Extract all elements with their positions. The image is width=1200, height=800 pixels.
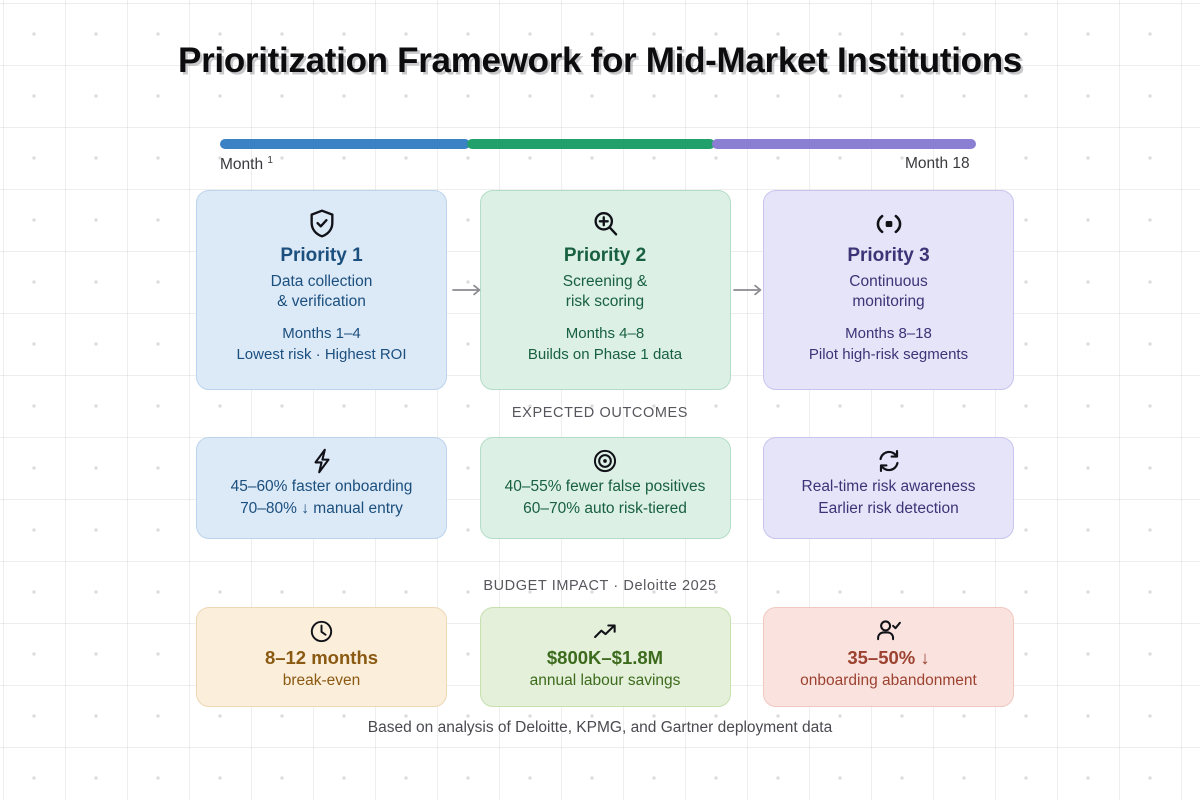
outcome-card-1-line-2: 70–80% ↓ manual entry [240, 500, 403, 517]
priority-card-2-sub-line-2: risk scoring [565, 293, 645, 310]
outcome-card-2-line-1: 40–55% fewer false positives [504, 478, 706, 495]
priority-card-2-meta-line-2: Builds on Phase 1 data [527, 346, 683, 363]
priority-card-2-meta-line-1: Months 4–8 [565, 325, 645, 342]
priority-card-1-title: Priority 1 [280, 245, 363, 266]
outcome-card-row: 45–60% faster onboarding 70–80% ↓ manual… [196, 437, 1014, 539]
shield-check-icon [307, 208, 337, 242]
priority-card-3-meta-line-2: Pilot high-risk segments [808, 346, 969, 363]
refresh-cycle-icon [876, 448, 902, 475]
budget-card-2[interactable]: $800K–$1.8M annual labour savings [479, 607, 731, 707]
priority-card-1-sub-line-1: Data collection [270, 273, 373, 290]
priority-card-2-title: Priority 2 [563, 245, 647, 266]
lightning-bolt-icon [311, 448, 333, 475]
outcome-card-2-line-2: 60–70% auto risk-tiered [523, 500, 687, 517]
priority-card-2[interactable]: Priority 2 Screening & risk scoring Mont… [479, 190, 731, 390]
budget-card-3-headline: 35–50% ↓ [847, 647, 930, 668]
budget-card-3-sub: onboarding abandonment [800, 672, 977, 689]
budget-card-1-headline: 8–12 months [264, 647, 379, 668]
priority-card-2-sub-line-1: Screening & [562, 273, 648, 290]
priority-card-1[interactable]: Priority 1 Data collection & verificatio… [196, 190, 447, 390]
timeline-segment-phase-3 [712, 139, 976, 149]
footer-source-note: Based on analysis of Deloitte, KPMG, and… [367, 719, 833, 736]
outcome-card-3-line-1: Real-time risk awareness [801, 478, 976, 495]
priority-card-3-sub-line-2: monitoring [852, 293, 925, 310]
trending-up-icon [592, 619, 619, 645]
timeline-start-label-text: Month [220, 156, 268, 174]
priority-card-1-sub-line-2: & verification [277, 293, 366, 310]
budget-card-3[interactable]: 35–50% ↓ onboarding abandonment [763, 607, 1014, 707]
budget-card-1[interactable]: 8–12 months break-even [196, 607, 447, 707]
priority-card-1-meta-line-1: Months 1–4 [282, 325, 361, 342]
timeline-end-label: Month 18 [905, 155, 970, 172]
timeline-bar [220, 139, 976, 149]
arrow-priority-2-to-3 [733, 283, 765, 297]
radar-signal-icon [873, 208, 905, 242]
budget-card-row: 8–12 months break-even $800K–$1.8M annua… [196, 607, 1014, 707]
outcome-card-1-line-1: 45–60% faster onboarding [230, 478, 413, 495]
budget-card-2-headline: $800K–$1.8M [546, 647, 664, 668]
zoom-in-icon [590, 208, 620, 242]
budget-card-1-sub: break-even [282, 672, 361, 689]
expected-outcomes-label: EXPECTED OUTCOMES [511, 405, 689, 421]
priority-card-1-meta-line-2: Lowest risk · Highest ROI [236, 346, 407, 363]
timeline-segment-phase-1 [220, 139, 470, 149]
priority-card-3-title: Priority 3 [847, 245, 930, 266]
priority-card-3-sub-line-1: Continuous [849, 273, 928, 290]
outcome-card-1[interactable]: 45–60% faster onboarding 70–80% ↓ manual… [196, 437, 447, 539]
clock-icon [309, 619, 334, 645]
timeline-start-superscript: 1 [267, 155, 273, 166]
budget-impact-label: BUDGET IMPACT · Deloitte 2025 [483, 578, 717, 594]
timeline-segment-phase-2 [467, 139, 715, 149]
target-icon [592, 448, 618, 475]
priority-card-3-meta-line-1: Months 8–18 [845, 325, 932, 342]
page-title: Prioritization Framework for Mid-Market … [178, 41, 1022, 80]
budget-card-2-sub: annual labour savings [529, 672, 681, 689]
outcome-card-2[interactable]: 40–55% fewer false positives 60–70% auto… [479, 437, 731, 539]
outcome-card-3-line-2: Earlier risk detection [818, 500, 959, 517]
user-check-icon [875, 619, 902, 645]
priority-card-3[interactable]: Priority 3 Continuous monitoring Months … [763, 190, 1014, 390]
priority-card-row: Priority 1 Data collection & verificatio… [196, 190, 1014, 390]
outcome-card-3[interactable]: Real-time risk awareness Earlier risk de… [763, 437, 1014, 539]
timeline-start-label: Month 1 [220, 155, 273, 174]
arrow-priority-1-to-2 [452, 283, 484, 297]
